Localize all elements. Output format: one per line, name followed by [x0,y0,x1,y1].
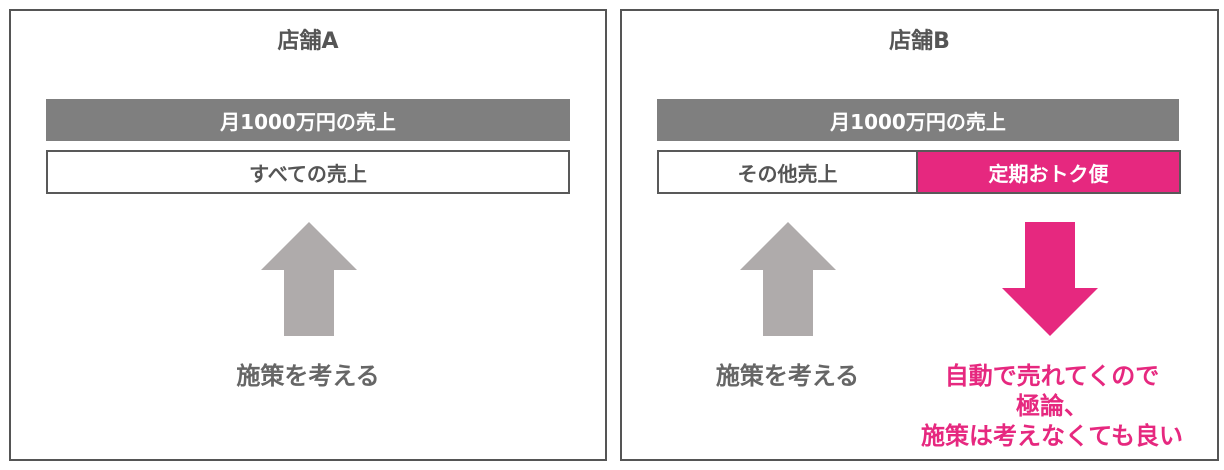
up-arrow-icon [261,222,357,336]
store-b-subscription-bar: 定期おトク便 [918,150,1181,194]
store-a-panel: 店舗A 月1000万円の売上 すべての売上 施策を考える [9,9,607,461]
store-b-other-sales-bar: その他売上 [657,150,918,194]
store-a-revenue-bar: 月1000万円の売上 [46,99,570,141]
store-a-all-sales-bar: すべての売上 [46,150,570,194]
store-b-title: 店舗B [889,29,950,54]
right-caption-line-1: 自動で売れてくので [944,362,1160,390]
up-arrow-icon [740,222,836,336]
down-arrow-icon [1002,222,1098,336]
store-a-title: 店舗A [277,29,339,54]
store-b-left-caption: 施策を考える [715,362,860,390]
right-caption-line-3: 施策は考えなくても良い [920,422,1184,450]
store-b-right-caption: 自動で売れてくので 極論、 施策は考えなくても良い [892,361,1212,451]
right-caption-line-2: 極論、 [1016,392,1088,420]
store-a-caption: 施策を考える [236,362,380,390]
store-b-revenue-bar: 月1000万円の売上 [657,99,1179,141]
store-b-panel: 店舗B 月1000万円の売上 その他売上 定期おトク便 施策を考える 自動で売れ… [620,9,1219,461]
